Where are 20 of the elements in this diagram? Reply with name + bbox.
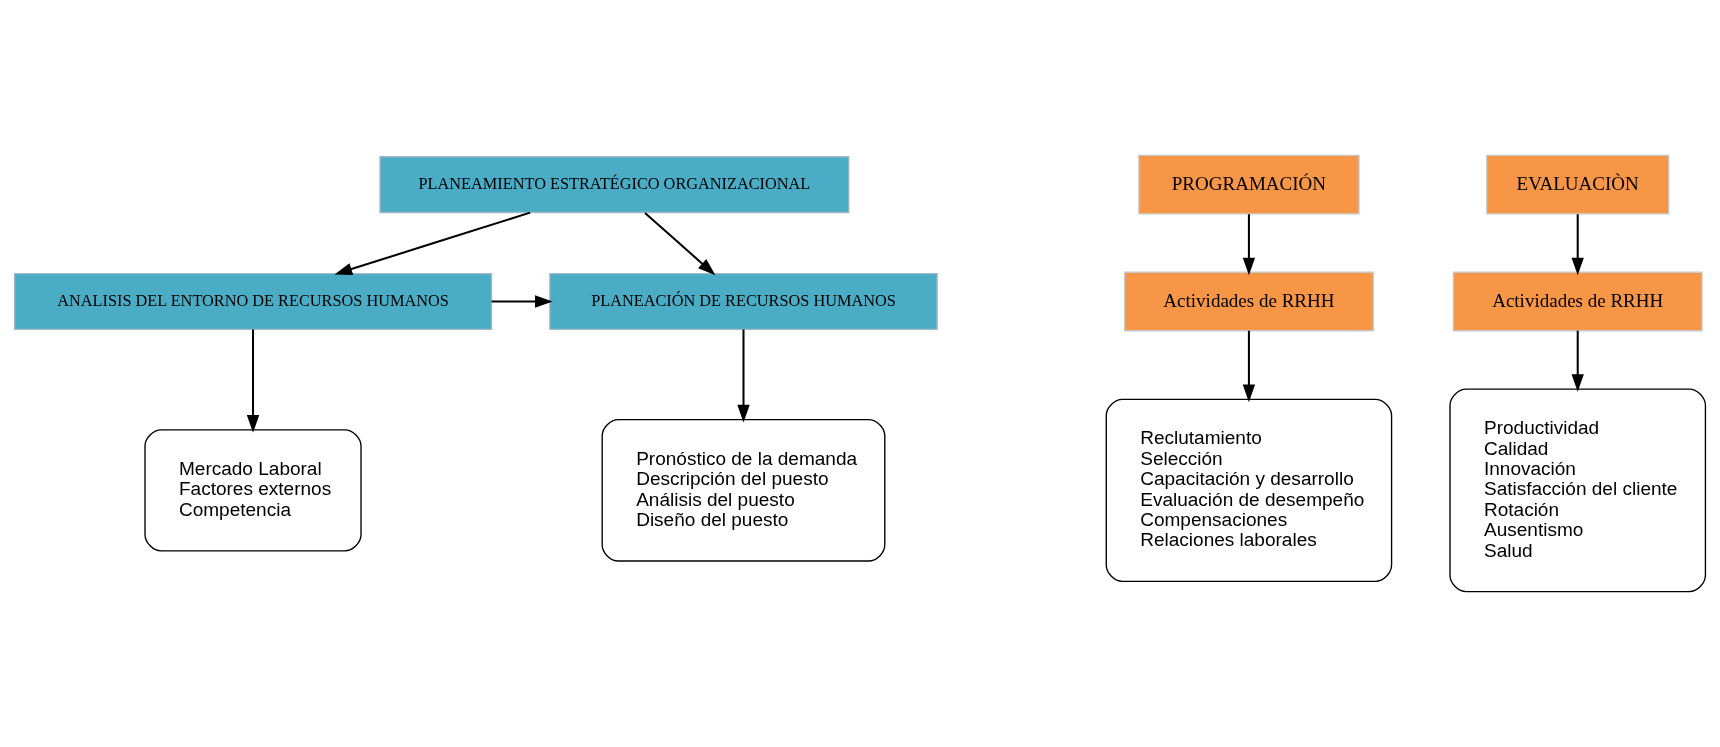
node-box: PLANEAMIENTO ESTRATÉGICO ORGANIZACIONAL [379, 156, 850, 214]
arrow [737, 329, 750, 423]
arrow [1571, 330, 1584, 392]
node-box: Actividades de RRHH [1452, 271, 1703, 332]
node-box: Mercado Laboral Factores externos Competencia [144, 429, 362, 552]
node-box: Pronóstico de la demanda Descripción del puesto Análisis del puesto Diseño del puesto [601, 419, 886, 562]
arrow [334, 211, 531, 275]
node-box: Actividades de RRHH [1123, 271, 1374, 332]
node-box: PLANEACIÓN DE RECURSOS HUMANOS [549, 272, 938, 330]
arrow [1242, 214, 1256, 276]
arrow [246, 329, 260, 433]
node-box: ANALISIS DEL ENTORNO DE RECURSOS HUMANOS [13, 272, 493, 330]
node-box: PROGRAMACIÓN [1138, 154, 1360, 215]
arrow [1242, 330, 1256, 403]
arrow [644, 212, 716, 276]
node-box: Productividad Calidad Innovación Satisfacción del cliente Rotación Ausentismo Salud [1449, 388, 1707, 593]
arrow [1571, 214, 1584, 276]
arrow [491, 295, 553, 308]
node-box: EVALUACIÒN [1486, 154, 1670, 215]
node-box: Reclutamiento Selección Capacitación y desarrollo Evaluación de desempeño Compensaciones Relaciones laborales [1105, 398, 1393, 583]
